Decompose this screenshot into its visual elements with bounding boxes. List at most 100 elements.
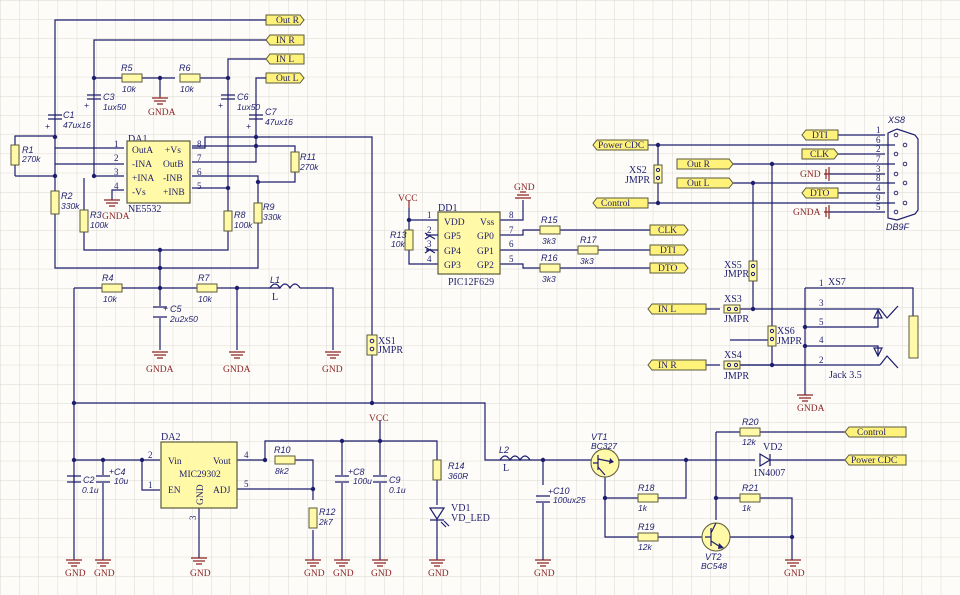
- svg-text:270k: 270k: [21, 154, 41, 164]
- svg-text:1: 1: [876, 125, 881, 135]
- port-in-r[interactable]: IN R: [265, 34, 305, 46]
- port-in-l-right[interactable]: IN L: [647, 303, 707, 315]
- svg-text:L: L: [272, 292, 278, 303]
- capacitor-c6[interactable]: + C6 1ux50: [218, 92, 260, 112]
- led-vd1[interactable]: VD1 VD_LED: [428, 503, 490, 528]
- port-out-l[interactable]: Out L: [265, 72, 305, 84]
- resistor-r7[interactable]: R7 10k: [196, 273, 218, 304]
- svg-text:Vin: Vin: [168, 457, 182, 467]
- capacitor-c4[interactable]: + C4 10u: [96, 466, 128, 486]
- port-clk-out[interactable]: CLK: [649, 224, 689, 236]
- ic-da1[interactable]: DA1 OutA -INA +INA -Vs +Vs OutB -INB +IN…: [114, 134, 202, 215]
- transistor-vt1[interactable]: VT1 BC327: [590, 432, 620, 478]
- port-dti-in[interactable]: DTI: [801, 129, 839, 141]
- port-in-r-right[interactable]: IN R: [647, 359, 707, 371]
- jumper-xs4[interactable]: XS4 JMPR: [723, 350, 749, 382]
- resistor-r14[interactable]: R14 360R: [432, 459, 468, 481]
- port-dto-in[interactable]: DTO: [801, 187, 839, 199]
- inductor-l1[interactable]: L1 L: [269, 275, 301, 303]
- resistor-r8[interactable]: R8 100k: [223, 210, 253, 232]
- svg-text:9: 9: [876, 193, 881, 203]
- svg-text:4: 4: [244, 450, 249, 460]
- resistor-r10[interactable]: R10 8k2: [274, 445, 296, 476]
- port-power-cdc-top[interactable]: Power CDC: [592, 139, 649, 151]
- resistor-r11[interactable]: R11 270k: [290, 151, 319, 173]
- svg-text:DB9F: DB9F: [886, 222, 910, 232]
- port-control-bottom[interactable]: Control: [844, 426, 907, 438]
- svg-text:R21: R21: [742, 483, 759, 493]
- resistor-r20[interactable]: R20 12k: [739, 417, 761, 447]
- jumper-xs2[interactable]: XS2 JMPR: [625, 164, 663, 186]
- svg-text:C8: C8: [353, 467, 365, 477]
- port-out-r-right[interactable]: Out R: [676, 158, 734, 170]
- svg-text:VT1: VT1: [591, 432, 608, 442]
- port-out-l-right[interactable]: Out L: [676, 177, 734, 189]
- connector-xs7-jack[interactable]: XS7 1 3 5 4 2 Jack 3.5: [819, 277, 919, 381]
- svg-text:CLK: CLK: [658, 226, 677, 236]
- svg-text:10k: 10k: [198, 294, 212, 304]
- svg-text:GNDA: GNDA: [102, 212, 130, 222]
- port-dti-out[interactable]: DTI: [649, 244, 689, 256]
- svg-text:GP2: GP2: [477, 261, 494, 271]
- svg-text:C7: C7: [265, 107, 277, 117]
- capacitor-c9[interactable]: C9 0.1u: [373, 475, 406, 495]
- resistor-r21[interactable]: R21 1k: [739, 483, 761, 513]
- svg-text:R13: R13: [390, 230, 407, 240]
- capacitor-c8[interactable]: + C8 100u: [335, 466, 372, 486]
- port-control-top[interactable]: Control: [592, 197, 649, 209]
- resistor-r13[interactable]: R13 10k: [390, 229, 414, 251]
- resistor-r9[interactable]: R9 330k: [253, 202, 282, 224]
- jumper-xs6[interactable]: XS6 JMPR: [767, 325, 802, 347]
- svg-text:PIC12F629: PIC12F629: [448, 277, 494, 288]
- resistor-r6[interactable]: R6 10k: [179, 63, 201, 94]
- resistor-r4[interactable]: R4 10k: [101, 273, 123, 304]
- capacitor-c1[interactable]: + C1 47ux16: [45, 110, 91, 131]
- jumper-xs3[interactable]: XS3 JMPR: [723, 294, 749, 325]
- svg-text:C5: C5: [170, 304, 182, 314]
- svg-text:330k: 330k: [263, 212, 282, 222]
- capacitor-c3[interactable]: + C3 1ux50: [84, 92, 126, 112]
- svg-text:OutA: OutA: [132, 146, 153, 156]
- svg-text:3: 3: [188, 515, 198, 520]
- capacitor-c7[interactable]: + C7 47ux16: [246, 107, 293, 131]
- transistor-vt2[interactable]: VT2 BC548: [701, 522, 731, 571]
- svg-text:5: 5: [244, 479, 249, 489]
- resistor-r5[interactable]: R5 10k: [121, 63, 143, 94]
- port-power-cdc-bottom[interactable]: Power CDC: [844, 454, 907, 466]
- svg-text:+INB: +INB: [163, 188, 185, 198]
- resistor-r1[interactable]: R1 270k: [10, 144, 41, 166]
- resistor-r16[interactable]: R16 3k3: [539, 253, 561, 284]
- svg-text:R4: R4: [102, 273, 114, 283]
- jumper-xs1[interactable]: XS1 JMPR: [366, 334, 403, 356]
- svg-text:1k: 1k: [638, 503, 648, 513]
- resistor-r17[interactable]: R17 3k3: [577, 235, 599, 266]
- diode-vd2[interactable]: VD2 1N4007: [753, 442, 785, 479]
- jumper-xs5[interactable]: XS5 JMPR: [724, 260, 758, 282]
- inductor-l2[interactable]: L2 L: [499, 445, 531, 474]
- resistor-r2[interactable]: R2 330k: [50, 190, 80, 215]
- capacitor-c2[interactable]: C2 0.1u: [67, 475, 99, 495]
- resistor-r18[interactable]: R18 1k: [637, 483, 659, 513]
- svg-text:GND: GND: [534, 569, 555, 579]
- svg-text:1: 1: [427, 210, 432, 220]
- svg-text:4: 4: [427, 254, 432, 264]
- ic-da2[interactable]: DA2 Vin Vout MIC29302 EN ADJ GND 2 1 4 5…: [148, 432, 249, 520]
- connector-xs8-db9[interactable]: XS8 1 6 2 7 3 8 4 9 5 DB9F: [876, 115, 919, 232]
- port-in-l[interactable]: IN L: [265, 53, 305, 65]
- svg-text:8: 8: [876, 173, 881, 183]
- capacitor-c5[interactable]: + C5 2u2x50: [153, 303, 198, 324]
- port-out-r[interactable]: Out R: [265, 14, 305, 26]
- resistor-r15[interactable]: R15 3k3: [539, 215, 561, 246]
- resistor-r19[interactable]: R19 12k: [637, 522, 659, 552]
- resistor-r3[interactable]: R3 100k: [79, 209, 109, 233]
- svg-text:VCC: VCC: [369, 414, 389, 424]
- svg-text:L: L: [503, 463, 509, 474]
- port-dto-out[interactable]: DTO: [649, 262, 689, 274]
- svg-text:DD1: DD1: [438, 203, 457, 214]
- port-clk-in[interactable]: CLK: [801, 148, 839, 160]
- ic-dd1[interactable]: DD1 VDD GP5 GP4 GP3 Vss GP0 GP1 GP2 1 2 …: [424, 203, 514, 288]
- resistor-r12[interactable]: R12 2k7: [308, 507, 336, 529]
- svg-text:1: 1: [148, 480, 153, 490]
- capacitor-c10[interactable]: + C10 100ux25: [536, 486, 586, 505]
